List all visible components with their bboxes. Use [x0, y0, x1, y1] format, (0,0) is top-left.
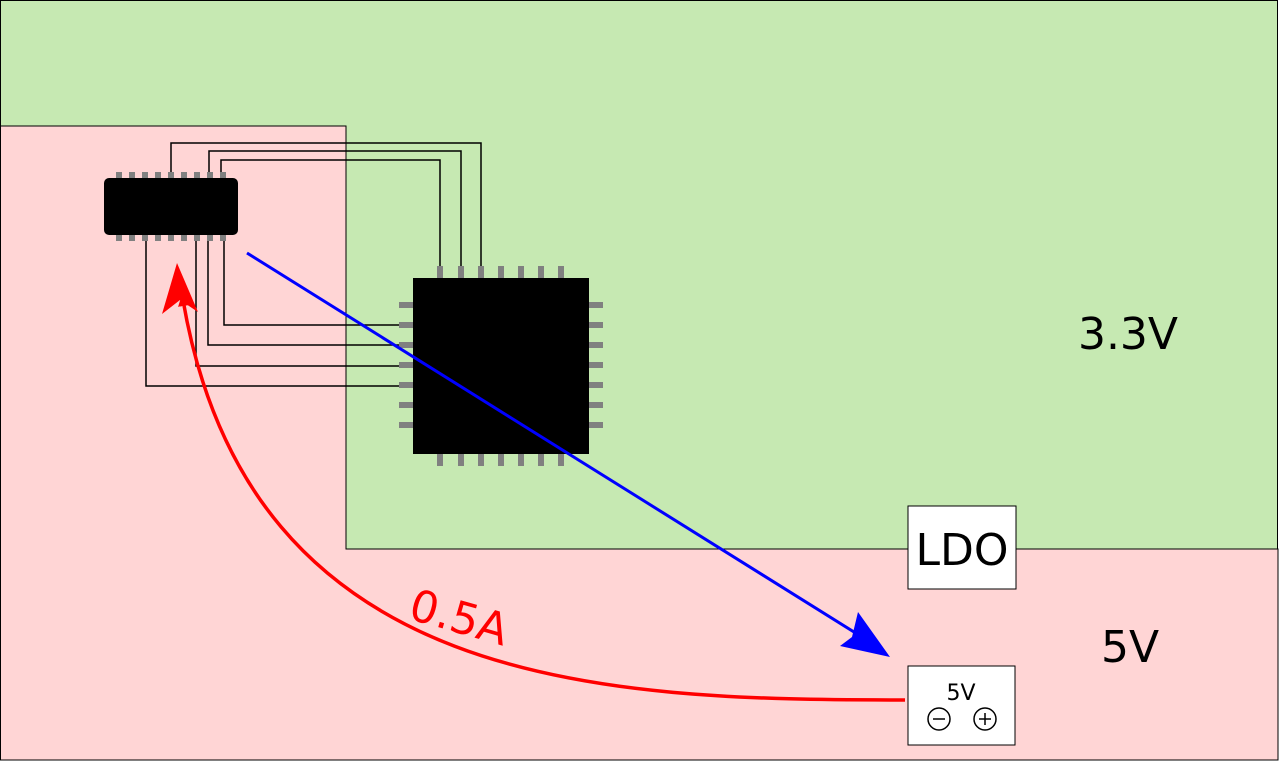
mcu-pins-left: [399, 302, 415, 428]
small-ic: [104, 172, 238, 241]
signal-arrow-line: [246, 251, 871, 644]
label-5v: 5V: [1101, 622, 1159, 673]
minus-terminal-icon: [927, 707, 951, 731]
mcu-pins-top: [437, 266, 564, 280]
traces-left: [145, 236, 404, 387]
plus-terminal-icon: [973, 707, 997, 731]
mcu-pins-right: [587, 302, 603, 428]
small-ic-pins-bottom: [116, 233, 226, 241]
ldo-block: LDO: [907, 505, 1017, 590]
traces-top: [170, 142, 482, 268]
current-return-arrow: [178, 294, 906, 702]
label-3v3: 3.3V: [1078, 309, 1178, 360]
mcu-pins-bottom: [437, 452, 564, 466]
region-5v: [0, 125, 1279, 761]
mcu-body: [413, 278, 589, 454]
supply-block: 5V: [907, 665, 1016, 746]
current-arrow-head: [162, 263, 198, 314]
small-ic-body: [104, 178, 238, 235]
mcu-chip: [399, 266, 603, 466]
supply-label: 5V: [946, 681, 975, 706]
signal-arrow-head: [840, 612, 890, 657]
small-ic-pins-top: [116, 172, 226, 180]
ldo-label: LDO: [915, 525, 1008, 576]
